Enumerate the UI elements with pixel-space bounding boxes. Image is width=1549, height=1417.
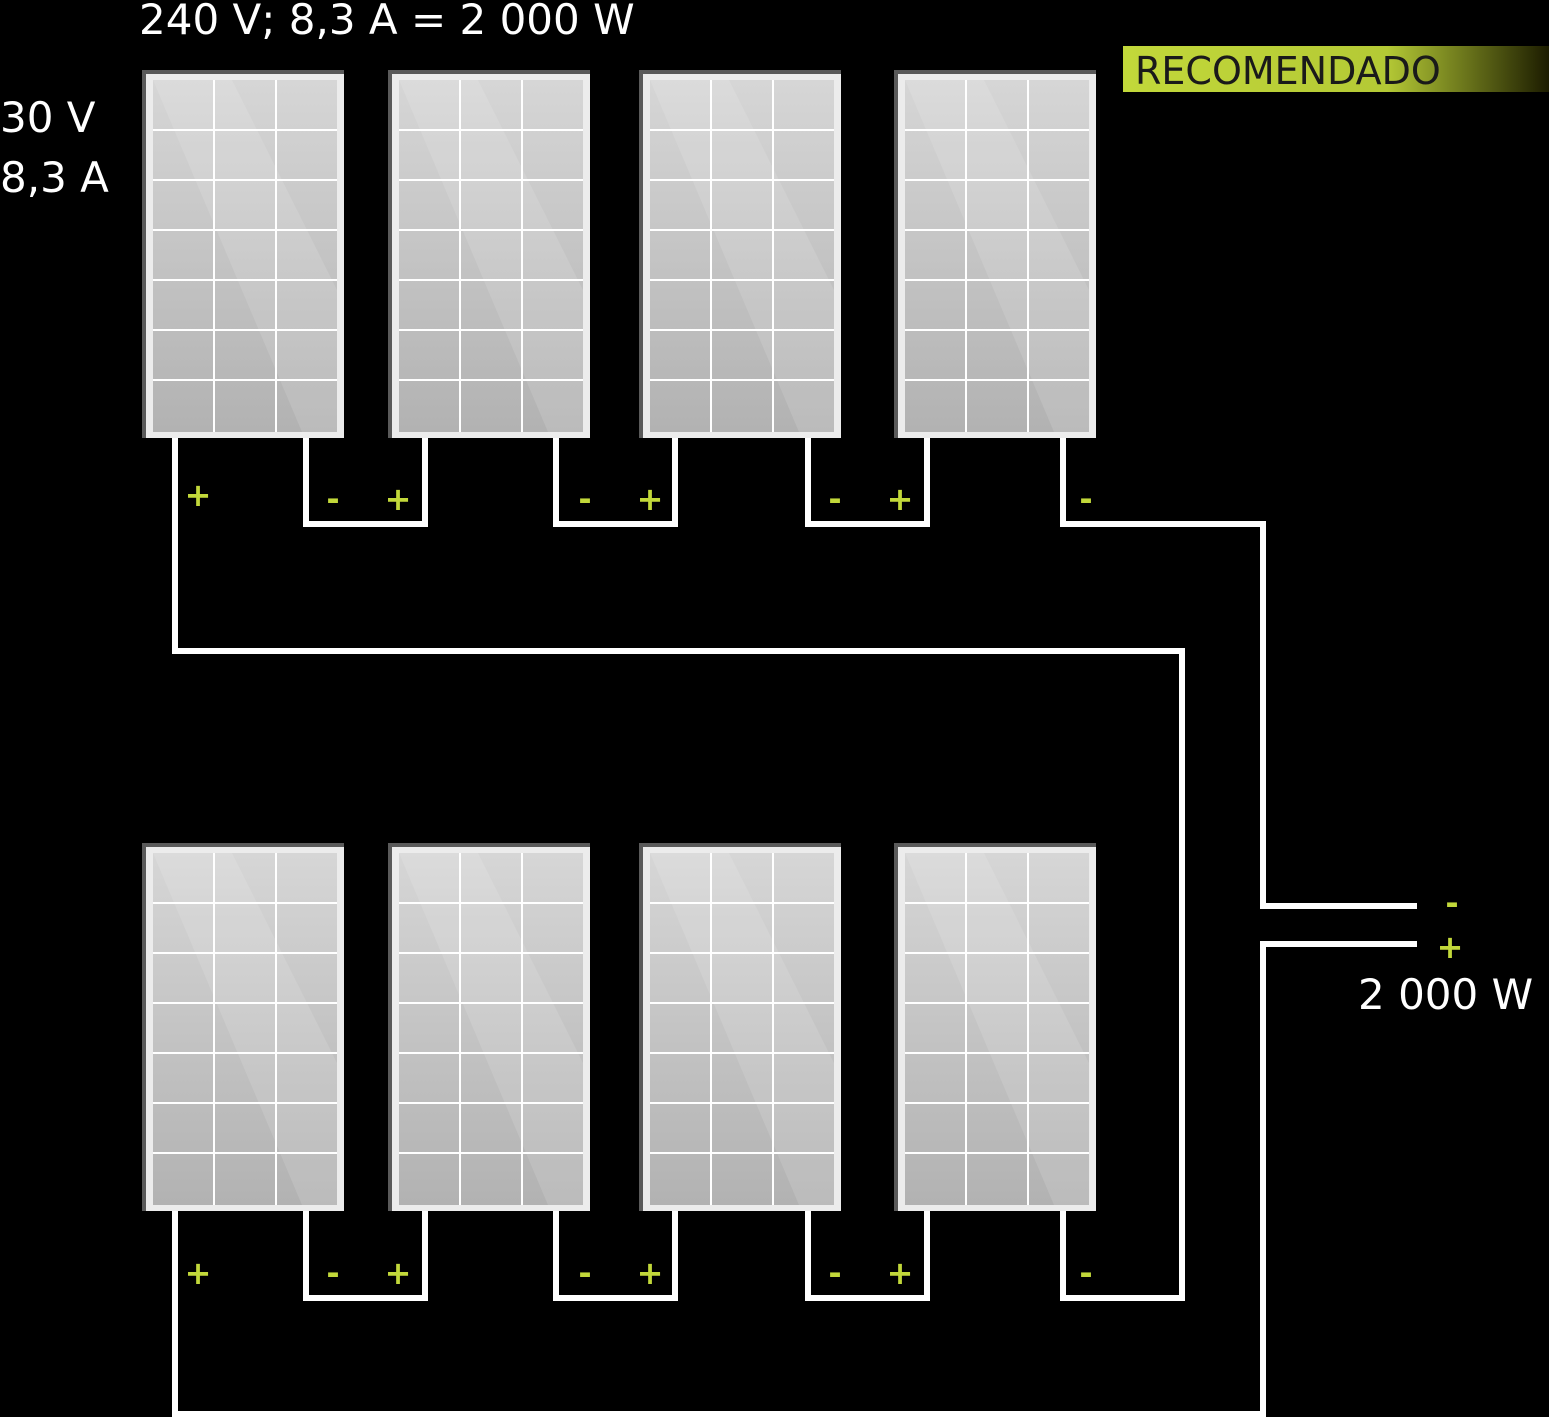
solar-panel-bottom-2: [387, 842, 591, 1212]
panel-row-bottom: [141, 842, 1097, 1212]
terminal-sign: -: [1079, 480, 1092, 518]
panel-voltage-label: 30 V: [0, 93, 96, 142]
wire-top-jumper-3-4: [805, 438, 930, 527]
terminal-sign: -: [1079, 1254, 1092, 1292]
recommended-badge-background: [1123, 46, 1549, 92]
terminal-sign: -: [326, 480, 339, 518]
wire-bottom-jumper-3-4: [805, 1211, 930, 1301]
solar-panel-bottom-1: [141, 842, 345, 1212]
terminal-sign: -: [828, 1254, 841, 1292]
output-negative-sign: -: [1445, 884, 1458, 922]
wiring-parallel: [172, 438, 1417, 1417]
terminal-sign: +: [887, 480, 914, 518]
solar-panel-bottom-4: [893, 842, 1097, 1212]
terminal-sign: -: [828, 480, 841, 518]
wire-output-positive: [172, 941, 1417, 1417]
terminal-sign: +: [637, 1254, 664, 1292]
panel-row-top: [141, 69, 1097, 439]
terminal-signs-bottom: + - + - + - + -: [185, 1254, 1093, 1292]
terminal-sign: +: [385, 1254, 412, 1292]
terminal-sign: +: [185, 1254, 212, 1292]
wire-top-jumper-1-2: [303, 438, 428, 527]
terminal-sign: -: [578, 480, 591, 518]
wire-top-jumper-2-3: [553, 438, 678, 527]
terminal-sign: +: [385, 480, 412, 518]
panel-current-label: 8,3 A: [0, 153, 109, 202]
solar-panel-top-2: [387, 69, 591, 439]
wire-positive-bus-top: [172, 438, 1185, 1301]
output-terminals: - + 2 000 W: [1358, 884, 1533, 1019]
wiring-bottom-series: [303, 1211, 930, 1301]
terminal-sign: +: [637, 480, 664, 518]
wire-bottom-jumper-2-3: [553, 1211, 678, 1301]
recommended-badge: RECOMENDADO: [1123, 46, 1549, 93]
terminal-sign: +: [185, 476, 212, 514]
recommended-badge-label: RECOMENDADO: [1135, 49, 1441, 93]
terminal-sign: -: [578, 1254, 591, 1292]
solar-panel-top-4: [893, 69, 1097, 439]
wire-output-negative: [1060, 438, 1417, 909]
solar-panel-bottom-3: [638, 842, 842, 1212]
solar-panel-top-3: [638, 69, 842, 439]
solar-panel-top-1: [141, 69, 345, 439]
array-rating-label: 240 V; 8,3 A = 2 000 W: [139, 0, 635, 44]
wiring-top-series: [303, 438, 930, 527]
output-positive-sign: +: [1437, 928, 1464, 966]
wire-bottom-jumper-1-2: [303, 1211, 428, 1301]
terminal-signs-top: + - + - + - + -: [185, 476, 1093, 518]
output-power-label: 2 000 W: [1358, 970, 1533, 1019]
terminal-sign: +: [887, 1254, 914, 1292]
terminal-sign: -: [326, 1254, 339, 1292]
